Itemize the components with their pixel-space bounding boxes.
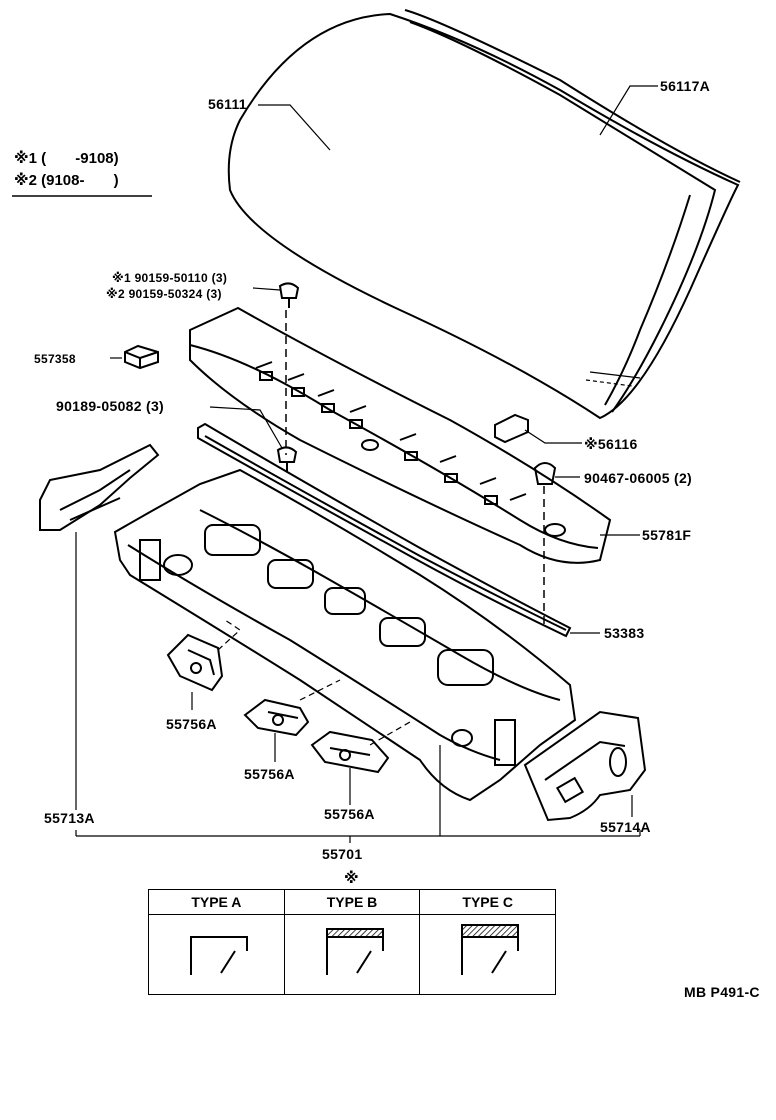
type-c-profile [461, 924, 520, 975]
type-cell-a: TYPE A [149, 890, 285, 994]
label-bracket: ※56116 [584, 436, 638, 452]
side-panel-left [39, 443, 160, 531]
label-side-left: 55713A [44, 810, 95, 826]
type-header-a: TYPE A [149, 890, 284, 915]
label-side-right: 55714A [600, 819, 651, 835]
label-nut-b: 55756A [244, 766, 295, 782]
clip-top [278, 282, 300, 308]
legend-mark-1: ※1 [14, 150, 37, 167]
nut-a [166, 633, 224, 692]
label-panel: 55701 [322, 846, 363, 862]
label-seal: 53383 [604, 625, 645, 641]
type-header-c: TYPE C [420, 890, 556, 915]
label-screw: 90189-05082 (3) [56, 398, 165, 414]
type-a-profile [190, 936, 248, 975]
label-clip-note-2: ※2 90159-50324 (3) [106, 287, 222, 301]
type-b-profile [325, 928, 384, 975]
seal-strip [197, 422, 572, 638]
legend-range-1: ( -9108) [41, 150, 119, 167]
cowl-panel [113, 468, 577, 802]
type-cell-b: TYPE B [284, 890, 421, 994]
cowl-louver [189, 306, 612, 564]
grommet-part [533, 462, 557, 485]
legend-mark-2: ※2 [14, 172, 37, 189]
windshield-glass [227, 9, 741, 420]
nut-b [243, 698, 310, 737]
legend-row-1: ※1 ( -9108) [14, 150, 119, 168]
type-table: TYPE A TYPE B TYPE C [148, 889, 556, 995]
label-grommet: 90467-06005 (2) [584, 470, 693, 486]
label-nut-c: 55756A [324, 806, 375, 822]
type-cell-c: TYPE C [420, 890, 556, 994]
bracket-part [494, 413, 529, 444]
label-block: 557358 [34, 352, 76, 366]
block-part [124, 344, 159, 370]
screw-part [276, 446, 298, 472]
type-table-mark: ※ [344, 870, 359, 887]
label-louver: 55781F [642, 527, 692, 543]
legend-range-2: (9108- ) [41, 172, 119, 189]
type-header-b: TYPE B [284, 890, 420, 915]
legend-row-2: ※2 (9108- ) [14, 172, 119, 190]
label-nut-a: 55756A [166, 716, 217, 732]
label-molding: 56117A [660, 78, 711, 94]
label-windshield: 56111 [208, 96, 247, 112]
side-panel-right [523, 710, 647, 822]
nut-c [310, 730, 390, 774]
label-clip-note-1: ※1 90159-50110 (3) [112, 271, 228, 285]
footer-code: MB P491-C [684, 984, 760, 1000]
